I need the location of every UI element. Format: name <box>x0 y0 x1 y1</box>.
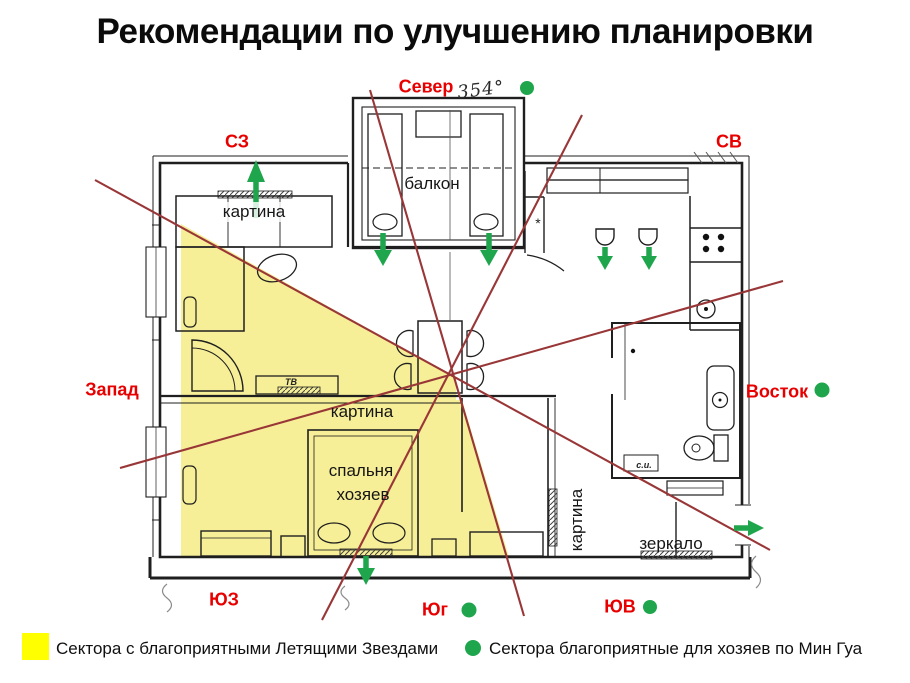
green-dot-east <box>814 382 830 398</box>
green-dot-south <box>461 602 477 618</box>
label-southeast: ЮВ <box>604 596 636 617</box>
legend-ming-gua-label: Сектора благоприятные для хозяев по Мин … <box>489 639 863 658</box>
apartment-walls <box>145 155 752 580</box>
arrow-down-kitchen-right <box>641 247 657 270</box>
bedroom-furniture <box>182 429 558 558</box>
arrow-down-balcony-left <box>374 233 392 266</box>
compass-line-nw-se <box>94 179 771 551</box>
legend-green-dot <box>465 640 481 656</box>
label-north: Север <box>398 76 454 97</box>
green-dot-north <box>520 81 534 95</box>
label-west: Запад <box>85 379 139 400</box>
label-mirror: зеркало <box>639 534 703 553</box>
label-washing-machine: с.и. <box>636 460 652 470</box>
arrow-down-balcony-right <box>480 233 498 266</box>
label-northeast: СВ <box>716 131 742 152</box>
label-east: Восток <box>745 381 809 402</box>
green-arrows <box>247 160 764 585</box>
label-bedroom-line1: спальня <box>328 461 394 480</box>
green-dot-southeast <box>643 600 657 614</box>
kitchen-fixtures <box>546 151 742 331</box>
compass-line-n-s <box>368 89 526 617</box>
yellow-sector-livingroom <box>181 224 456 400</box>
arrow-down-kitchen-left <box>597 247 613 270</box>
arrow-right-east-entry <box>734 520 764 536</box>
green-dots <box>461 81 830 618</box>
label-door-mark: * <box>535 215 541 231</box>
label-picture-bedroom: картина <box>330 402 394 421</box>
bathroom-fixtures <box>605 322 741 560</box>
yellow-sector-bedroom <box>181 400 509 557</box>
label-picture-hall: картина <box>567 488 586 552</box>
label-northwest: СЗ <box>224 131 250 152</box>
legend-flying-stars-label: Сектора с благоприятными Летящими Звезда… <box>56 639 439 658</box>
label-south: Юг <box>421 599 449 620</box>
label-tv: ТВ <box>285 377 297 387</box>
compass-line-ne-sw <box>321 114 583 621</box>
yellow-sectors <box>181 224 509 557</box>
label-southwest: ЮЗ <box>209 589 239 610</box>
label-balcony: балкон <box>404 174 460 193</box>
compass-line-e-w <box>119 279 784 470</box>
page-title: Рекомендации по улучшению планировки <box>96 12 814 51</box>
arrow-down-south-bed <box>357 556 375 585</box>
wall-break-symbols <box>161 555 762 613</box>
label-picture-livingroom: картина <box>219 202 289 222</box>
label-bedroom-line2: хозяев <box>336 485 390 504</box>
balcony <box>351 96 526 320</box>
compass-lines <box>94 89 784 621</box>
legend-yellow-swatch <box>22 633 49 660</box>
